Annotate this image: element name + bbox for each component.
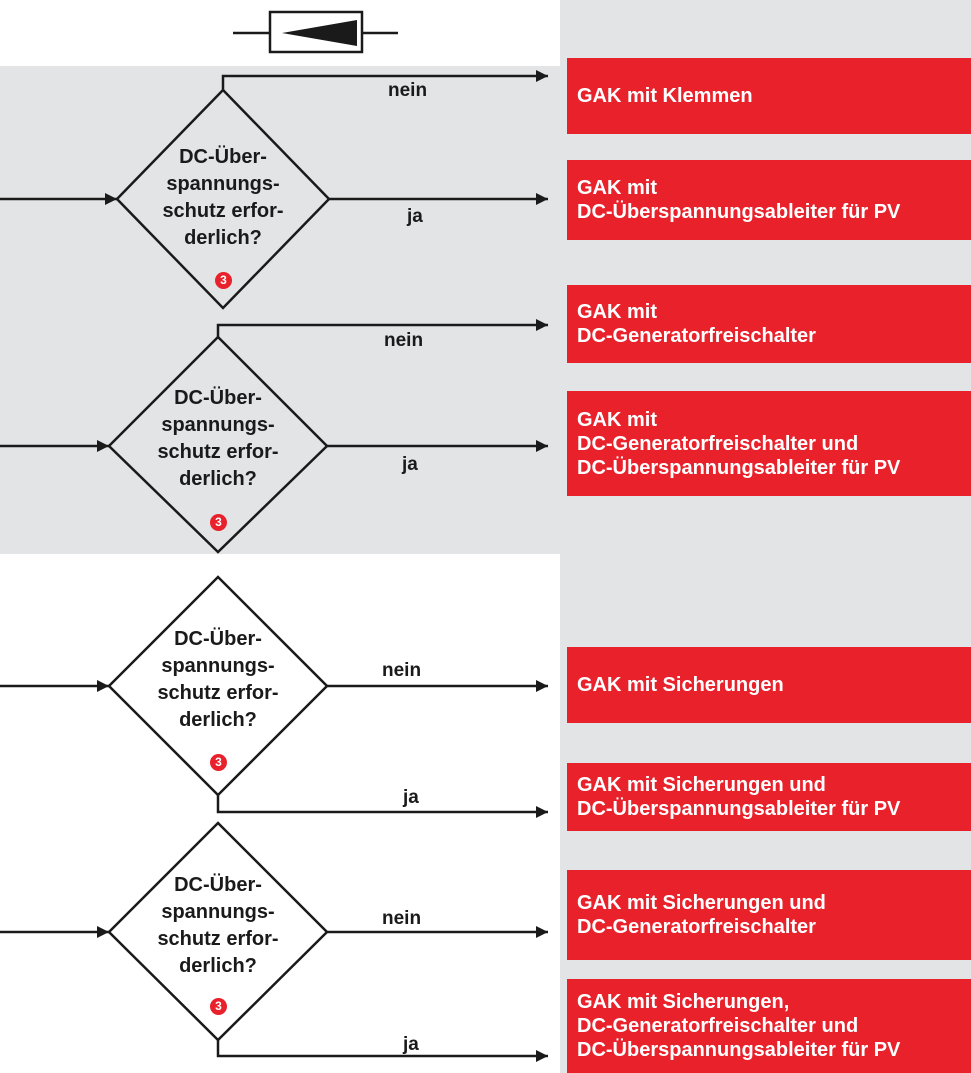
reference-badge-3: 3 [210,754,227,771]
outcome-line: GAK mit Sicherungen und [577,892,826,914]
outcome-box-8: GAK mit Sicherungen, DC-Generatorfreisch… [567,979,971,1073]
outcome-line: GAK mit [577,301,657,323]
diode-symbol-icon [233,10,398,54]
yes-connector-4 [216,1040,548,1062]
outcome-line: DC-Überspannungsableiter für PV [577,798,901,820]
decision-line: DC-Über- [179,146,267,168]
branch-label-no: nein [382,908,422,929]
outcome-box-4: GAK mit DC-Generatorfreischalter und DC-… [567,391,971,496]
outcome-line: GAK mit [577,408,657,431]
outcome-box-5: GAK mit Sicherungen [567,647,971,723]
decision-text-4: DC-Über- spannungs- schutz erfor- derlic… [143,872,293,980]
outcome-box-3: GAK mit DC-Generatorfreischalter [567,285,971,363]
decision-line: derlich? [184,227,262,249]
branch-label-yes: ja [403,1034,419,1055]
decision-line: derlich? [179,709,257,731]
decision-line: derlich? [179,955,257,977]
decision-diamond-1 [115,88,331,310]
outcome-line: GAK mit Klemmen [577,85,753,107]
branch-label-yes: ja [402,454,418,475]
decision-line: derlich? [179,468,257,490]
outcome-line: GAK mit [577,177,657,199]
outcome-line: GAK mit Sicherungen und [577,774,826,796]
outcome-line: DC-Generatorfreischalter [577,916,816,938]
outcome-line: DC-Überspannungsableiter für PV [577,456,901,479]
reference-badge-1: 3 [215,272,232,289]
yes-connector-3 [216,795,548,818]
reference-badge-2: 3 [210,514,227,531]
outcome-line: DC-Überspannungsableiter für PV [577,201,901,223]
branch-label-yes: ja [403,787,419,808]
decision-line: DC-Über- [174,387,262,409]
outcome-line: GAK mit Sicherungen, [577,991,790,1013]
decision-line: spannungs- [166,173,280,195]
branch-label-no: nein [384,330,424,351]
outcome-line: DC-Generatorfreischalter [577,325,816,347]
decision-text-2: DC-Über- spannungs- schutz erfor- derlic… [143,385,293,493]
decision-line: schutz erfor- [157,441,279,463]
no-connector-1 [221,70,548,90]
outcome-box-7: GAK mit Sicherungen und DC-Generatorfrei… [567,870,971,960]
branch-label-yes: ja [407,206,423,227]
decision-diamond-2 [107,335,329,554]
decision-line: spannungs- [161,655,275,677]
decision-line: schutz erfor- [157,682,279,704]
outcome-line: DC-Generatorfreischalter und [577,432,859,455]
outcome-box-6: GAK mit Sicherungen und DC-Überspannungs… [567,763,971,831]
outcome-line: GAK mit Sicherungen [577,674,784,696]
decision-text-1: DC-Über- spannungs- schutz erfor- derlic… [148,144,298,252]
decision-text-3: DC-Über- spannungs- schutz erfor- derlic… [143,626,293,734]
decision-line: spannungs- [161,414,275,436]
decision-line: spannungs- [161,901,275,923]
outcome-line: DC-Generatorfreischalter und [577,1015,859,1037]
outcome-box-2: GAK mit DC-Überspannungsableiter für PV [567,160,971,240]
no-connector-2 [216,319,548,337]
decision-line: DC-Über- [174,874,262,896]
branch-label-no: nein [388,80,428,101]
outcome-line: DC-Überspannungsableiter für PV [577,1039,901,1061]
decision-line: schutz erfor- [162,200,284,222]
decision-line: DC-Über- [174,628,262,650]
reference-badge-4: 3 [210,998,227,1015]
branch-label-no: nein [382,660,422,681]
outcome-box-1: GAK mit Klemmen [567,58,971,134]
decision-line: schutz erfor- [157,928,279,950]
